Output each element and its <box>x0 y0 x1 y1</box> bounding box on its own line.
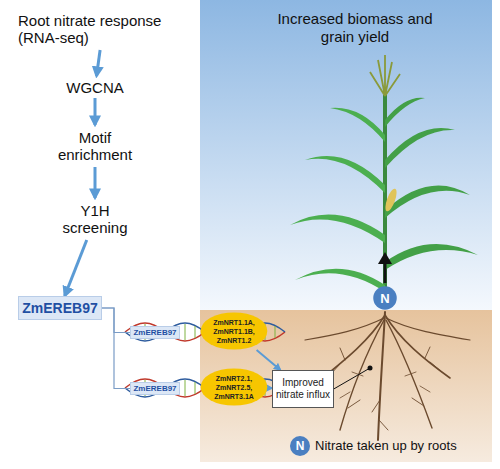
outcome-heading: Increased biomass and grain yield <box>270 10 440 46</box>
legend-row: Nitrate taken up by roots <box>315 438 457 453</box>
legend-symbol: N <box>291 438 309 454</box>
shape-fill <box>373 286 397 310</box>
node-text: ZmEREB97 <box>133 384 176 393</box>
node-text: ZmEREB97 <box>22 300 97 316</box>
shape-fill <box>201 368 268 405</box>
node-text: Root nitrate response (RNA-seq) <box>18 12 188 46</box>
flow-step: Motif enrichment <box>50 125 140 167</box>
node-text: WGCNA <box>66 79 124 96</box>
node-text: Motif enrichment <box>50 129 140 163</box>
flow-step: Root nitrate response (RNA-seq) <box>18 8 188 50</box>
shape-fill <box>201 312 268 349</box>
connector-arrow <box>65 240 87 296</box>
nitrate-circle: N <box>373 286 397 310</box>
transcription-factor-label: ZmEREB97 <box>130 326 180 339</box>
connector-arrow <box>94 98 97 125</box>
connector-arrow <box>102 308 130 333</box>
node-text: ZmEREB97 <box>133 328 176 337</box>
uptake-arrow <box>378 252 392 283</box>
node-text: Improved nitrate influx <box>275 377 331 401</box>
connector-arrow <box>97 50 101 76</box>
node-text: N <box>380 291 389 306</box>
transcription-factor-label: ZmEREB97 <box>130 382 180 395</box>
node-text: Y1H screening <box>50 202 140 236</box>
legend-text: Nitrate taken up by roots <box>315 438 457 453</box>
gene-ellipse: ZmNRT1.1A, ZmNRT1.1B, ZmNRT1.2 <box>200 312 268 350</box>
legend-sample-circle <box>290 436 310 456</box>
soil <box>200 310 492 462</box>
gene-ellipse: ZmNRT2.1, ZmNRT2.5, ZmNRT3.1A <box>200 368 268 406</box>
connector-arrow <box>102 308 130 389</box>
flow-step: WGCNA <box>55 76 135 98</box>
sky <box>200 0 492 310</box>
node-text: ZmNRT2.1, ZmNRT2.5, ZmNRT3.1A <box>204 374 264 401</box>
flow-step: Y1H screening <box>50 198 140 240</box>
connector-arrow <box>257 350 281 370</box>
connector-arrow <box>94 167 97 198</box>
maize-plant <box>290 55 478 308</box>
outcome-box: Improved nitrate influx <box>272 370 334 408</box>
node-text: ZmNRT1.1A, ZmNRT1.1B, ZmNRT1.2 <box>204 318 264 345</box>
transcription-factor-box: ZmEREB97 <box>18 296 102 320</box>
leader-line <box>332 366 373 391</box>
